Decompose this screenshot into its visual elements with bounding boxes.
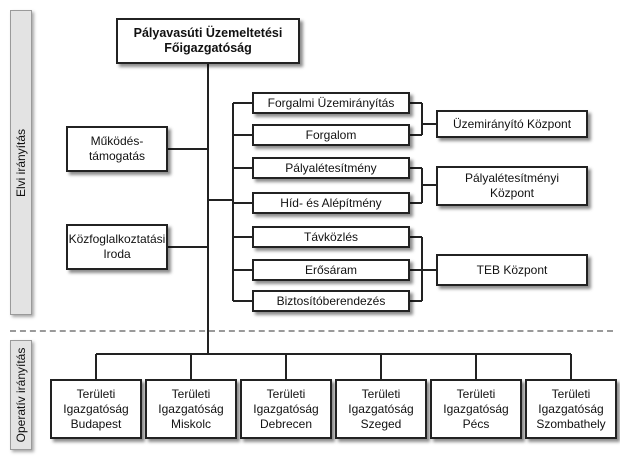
regional-city: Szeged: [360, 416, 402, 431]
regional-line1: Területi: [361, 386, 401, 401]
box-teruleti-miskolc: Területi Igazgatóság Miskolc: [145, 379, 237, 439]
box-biztositoberendezes: Biztosítóberendezés: [252, 290, 410, 312]
box-kozfoglalkoztatasi-iroda: Közfoglalkoztatási Iroda: [66, 224, 168, 270]
band-elvi-iranyitas: Elvi irányítás: [10, 10, 32, 315]
band-elvi-label: Elvi irányítás: [14, 128, 28, 197]
regional-line1: Területi: [76, 386, 116, 401]
regional-line1: Területi: [266, 386, 306, 401]
box-forgalom: Forgalom: [252, 124, 410, 146]
regional-line2: Igazgatóság: [253, 401, 319, 416]
box-fogazgatosag-line1: Pályavasúti Üzemeltetési: [133, 26, 283, 40]
box-palyaletesitmeny: Pályalétesítmény: [252, 157, 410, 179]
regional-city: Debrecen: [259, 416, 313, 431]
regional-line1: Területi: [551, 386, 591, 401]
box-teruleti-pecs: Területi Igazgatóság Pécs: [430, 379, 522, 439]
regional-city: Budapest: [70, 416, 122, 431]
regional-line1: Területi: [456, 386, 496, 401]
box-hid-es-alepitmeny: Híd- és Alépítmény: [252, 192, 410, 214]
box-palyaletesitmenyi-kozpont: Pályalétesítményi Központ: [436, 166, 588, 206]
box-fogazgatosag-line2: Főigazgatóság: [164, 41, 252, 55]
regional-line2: Igazgatóság: [538, 401, 604, 416]
regional-city: Miskolc: [170, 416, 211, 431]
regional-line2: Igazgatóság: [348, 401, 414, 416]
box-erosaram: Erősáram: [252, 259, 410, 281]
box-uzemiranyito-kozpont: Üzemirányító Központ: [436, 110, 588, 138]
regional-city: Szombathely: [536, 416, 606, 431]
box-fogazgatosag: Pályavasúti Üzemeltetési Főigazgatóság: [116, 18, 300, 64]
regional-line1: Területi: [171, 386, 211, 401]
box-forgalmi-uzemiranyitas: Forgalmi Üzemirányítás: [252, 92, 410, 114]
box-mukodestamogatas: Működés- támogatás: [66, 126, 168, 172]
box-tavkozles: Távközlés: [252, 226, 410, 248]
box-teruleti-szeged: Területi Igazgatóság Szeged: [335, 379, 427, 439]
regional-city: Pécs: [462, 416, 490, 431]
regional-line2: Igazgatóság: [158, 401, 224, 416]
box-teb-kozpont: TEB Központ: [436, 254, 588, 286]
band-operativ-iranyitas: Operatív irányítás: [10, 340, 32, 450]
regional-line2: Igazgatóság: [443, 401, 509, 416]
box-teruleti-debrecen: Területi Igazgatóság Debrecen: [240, 379, 332, 439]
band-operativ-label: Operatív irányítás: [14, 347, 28, 443]
section-divider: [10, 330, 613, 332]
box-teruleti-budapest: Területi Igazgatóság Budapest: [50, 379, 142, 439]
regional-line2: Igazgatóság: [63, 401, 129, 416]
box-teruleti-szombathely: Területi Igazgatóság Szombathely: [525, 379, 617, 439]
